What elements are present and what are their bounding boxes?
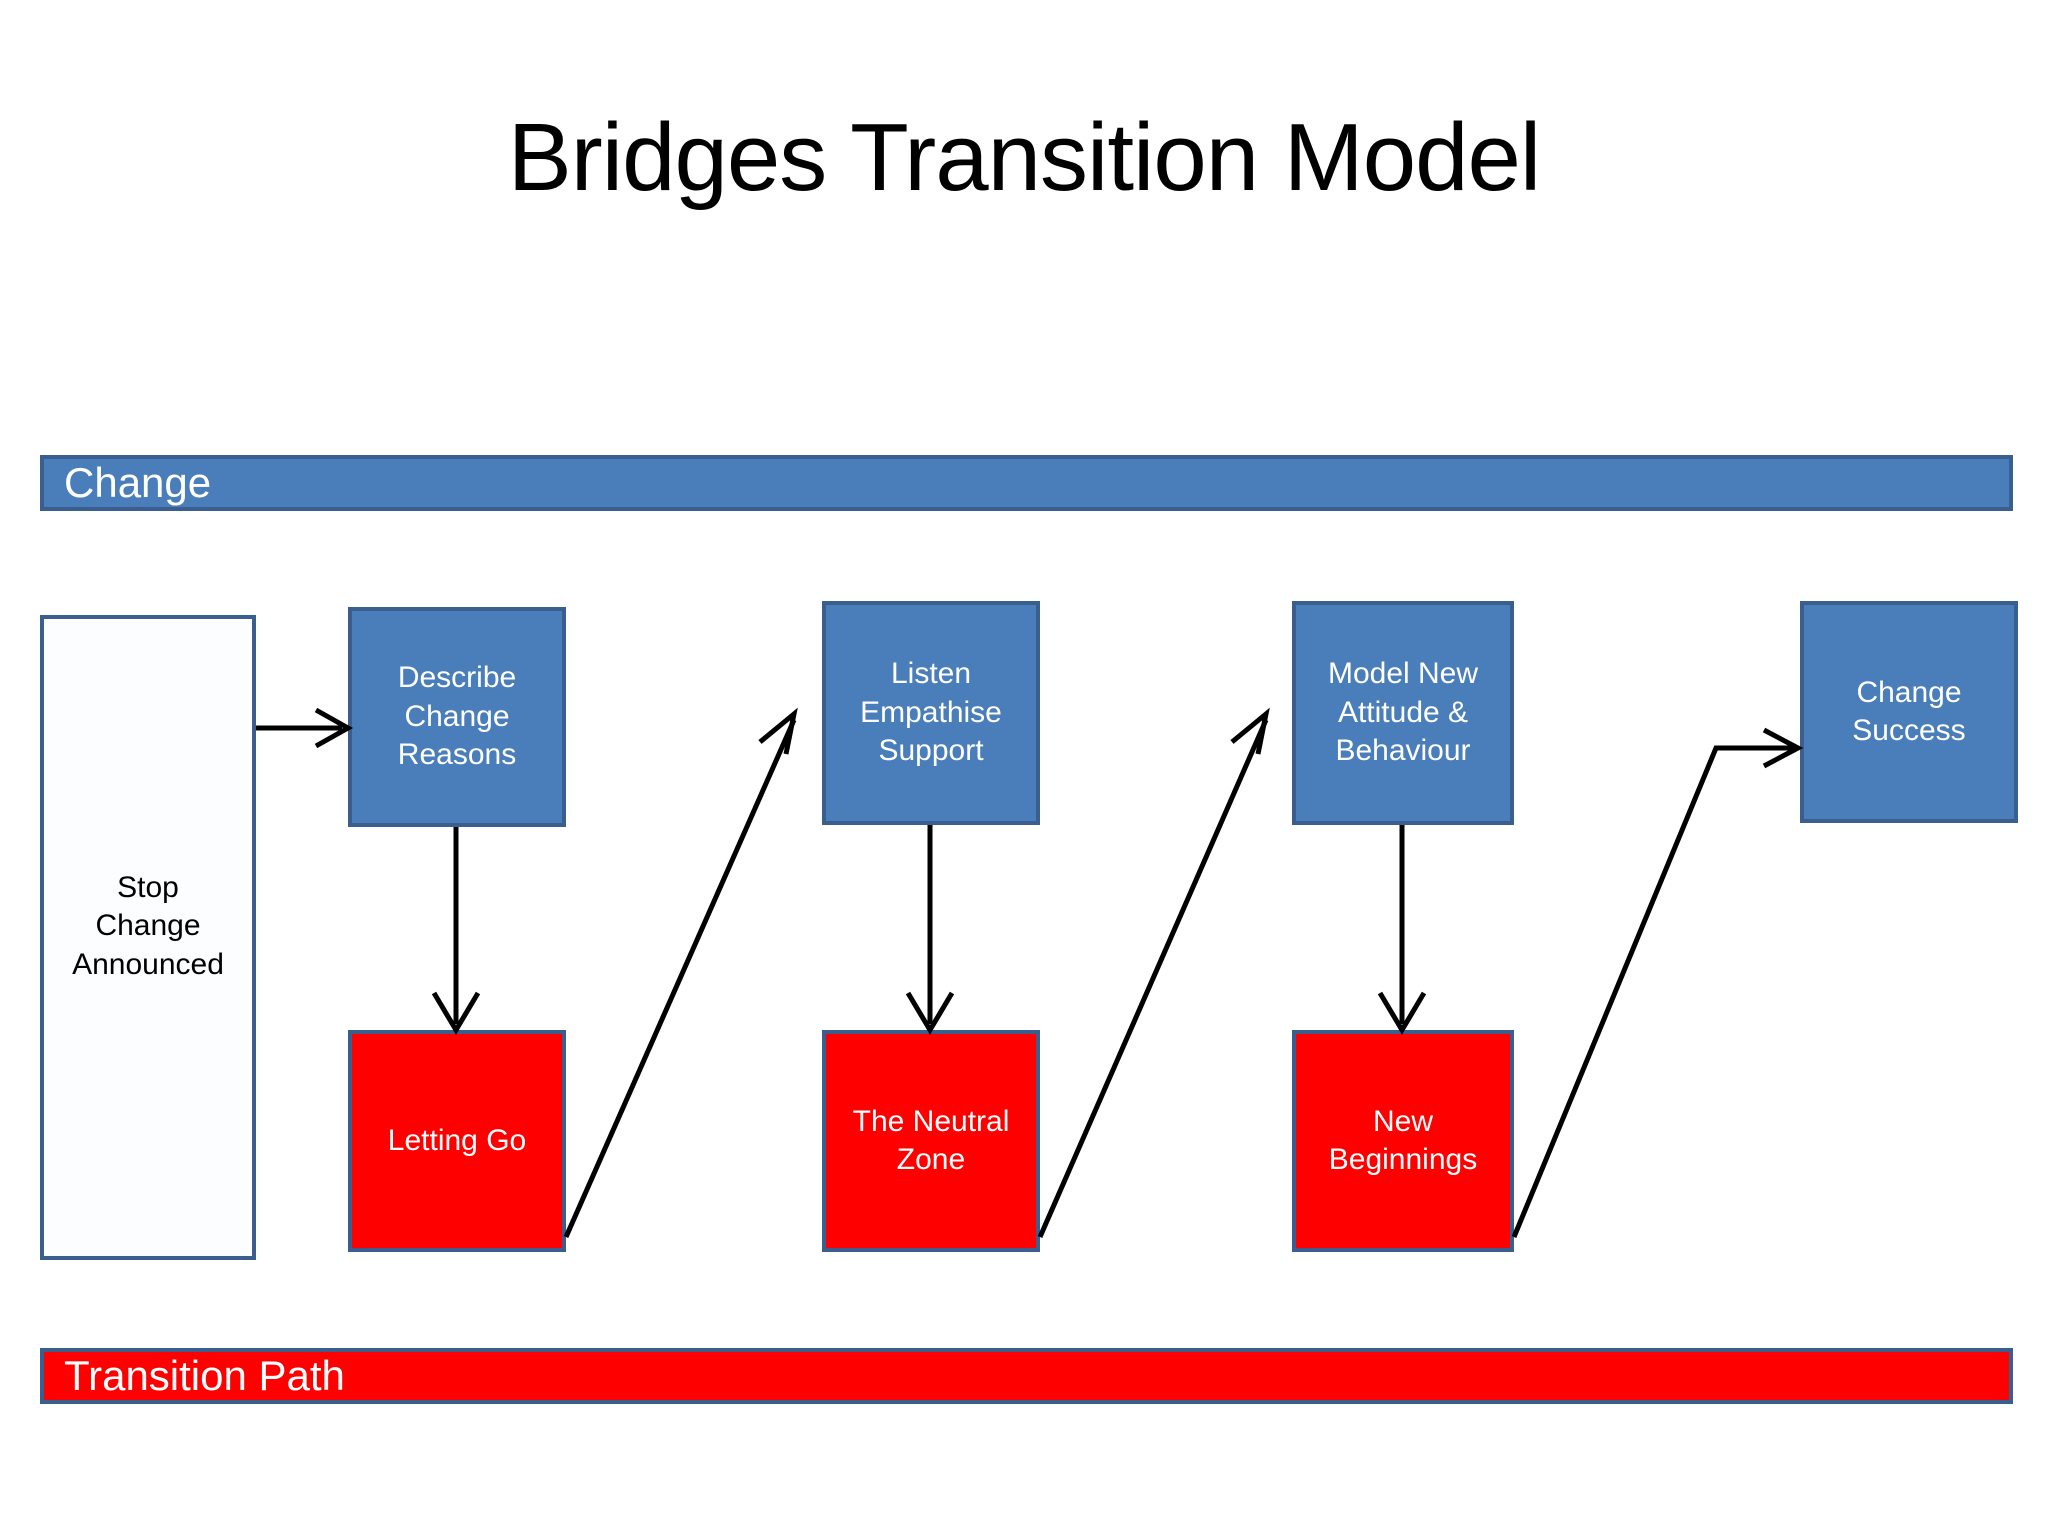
arrow-listen-to-neutral-zone (905, 825, 955, 1035)
lane-banner-change-label: Change (64, 459, 212, 506)
arrow-new-beginnings-to-change-success (1511, 727, 1804, 1238)
arrow-letting-go-to-listen (563, 707, 798, 1239)
arrow-describe-to-letting-go (431, 827, 481, 1035)
lane-banner-change: Change (40, 455, 2013, 511)
arrow-neutral-zone-to-model-new (1037, 707, 1270, 1239)
node-letting-go[interactable]: Letting Go (348, 1030, 566, 1252)
lane-banner-transition-path-label: Transition Path (64, 1352, 345, 1399)
lane-banner-transition-path: Transition Path (40, 1348, 2013, 1404)
page-title: Bridges Transition Model (507, 104, 1542, 211)
node-letting-go-label: Letting Go (387, 1123, 527, 1157)
arrow-model-new-to-new-beginnings (1377, 825, 1427, 1035)
arrow-stop-to-describe (256, 707, 354, 749)
